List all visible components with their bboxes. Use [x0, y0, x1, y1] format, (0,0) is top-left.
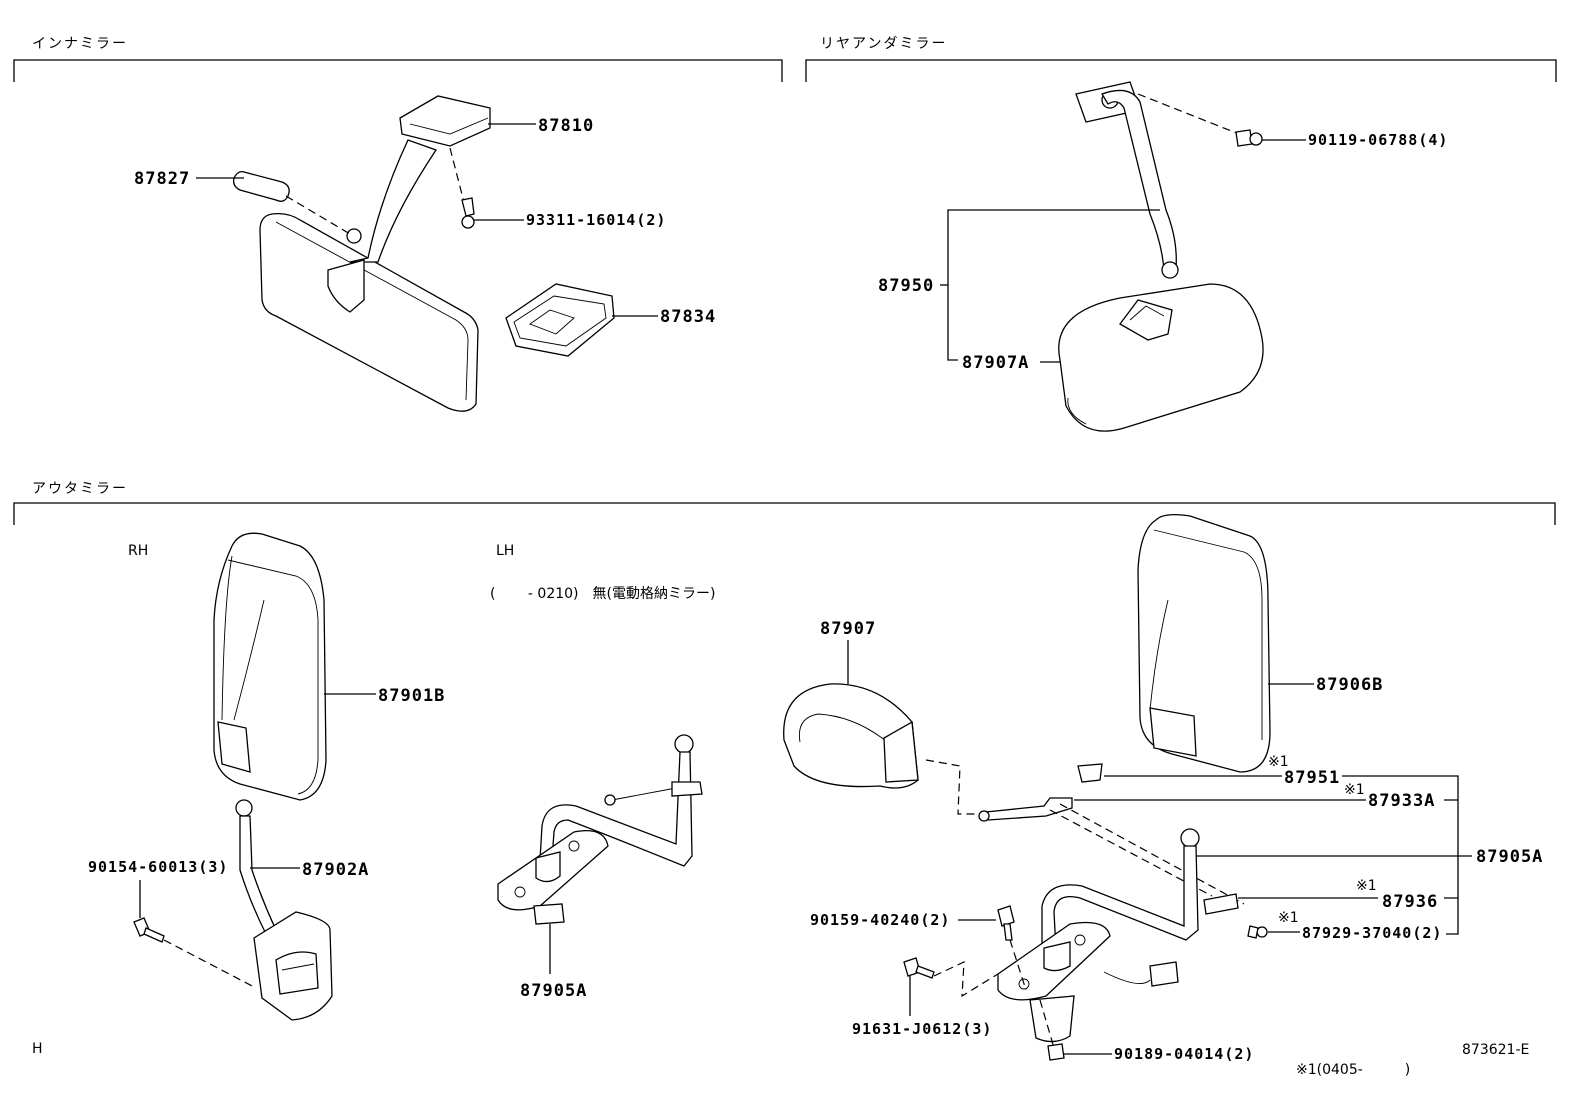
corner-letter: H [32, 1041, 43, 1057]
part-number-87907A: 87907A [962, 353, 1029, 373]
rh-mirror-drawing [133, 532, 333, 1021]
condition-note: ( - 0210) 無(電動格納ミラー) [490, 586, 715, 602]
part-number-87906B: 87906B [1316, 675, 1383, 695]
part-number-90159-40240: 90159-40240(2) [810, 911, 950, 929]
part-number-90189-04014: 90189-04014(2) [1114, 1045, 1254, 1063]
part-number-87905A-lh: 87905A [520, 981, 587, 1001]
section-bracket-outer [13, 502, 1556, 525]
rear-under-mirror-drawing [1058, 81, 1264, 432]
part-number-91631-J0612: 91631-J0612(3) [852, 1020, 992, 1038]
marker-87933A: ※1 [1344, 782, 1365, 798]
section-title-outer: アウタミラー [32, 481, 128, 497]
side-label-lh: LH [496, 543, 514, 559]
part-number-87810: 87810 [538, 116, 594, 136]
mirror-housing-drawing [783, 683, 978, 815]
part-number-87827: 87827 [134, 169, 190, 189]
part-number-90154-60013: 90154-60013(3) [88, 858, 228, 876]
side-label-rh: RH [128, 543, 148, 559]
marker-87951: ※1 [1268, 754, 1289, 770]
section-bracket-inner [13, 59, 783, 82]
footnote-applicability: ※1(0405- ) [1296, 1062, 1410, 1078]
part-number-93311-16014: 93311-16014(2) [526, 211, 666, 229]
part-number-90119-06788: 90119-06788(4) [1308, 131, 1448, 149]
part-number-87834: 87834 [660, 307, 716, 327]
lh-stay-drawing [497, 734, 703, 925]
diagram-id: 873621-E [1462, 1042, 1529, 1058]
part-number-87929-37040: 87929-37040(2) [1302, 924, 1442, 942]
section-bracket-rear-under [805, 59, 1557, 82]
part-number-87951: 87951 [1284, 768, 1340, 788]
part-number-87901B: 87901B [378, 686, 445, 706]
section-title-rear-under: リヤアンダミラー [820, 36, 947, 52]
part-number-87950: 87950 [878, 276, 934, 296]
marker-87936: ※1 [1356, 878, 1377, 894]
section-title-inner: インナミラー [32, 36, 128, 52]
part-number-87902A: 87902A [302, 860, 369, 880]
bracket-87905A-assembly [1342, 775, 1459, 935]
part-number-87936: 87936 [1382, 892, 1438, 912]
inner-mirror-drawing [232, 95, 615, 412]
marker-87929: ※1 [1278, 910, 1299, 926]
part-number-87905A: 87905A [1476, 847, 1543, 867]
part-number-87933A: 87933A [1368, 791, 1435, 811]
part-number-87907: 87907 [820, 619, 876, 639]
lh-mirror-assembly-drawing [903, 514, 1271, 1061]
